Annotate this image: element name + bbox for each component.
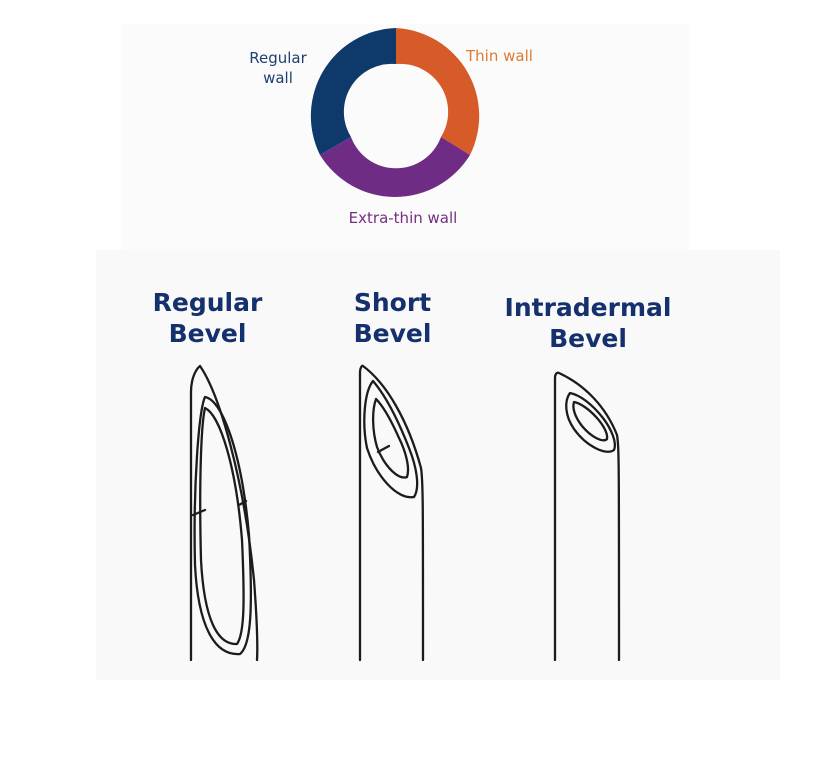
intradermal-bevel-needle-outline <box>553 371 621 662</box>
extra-thin-wall-label: Extra-thin wall <box>348 209 458 227</box>
regular-bevel-needle-opening <box>193 395 253 656</box>
thin-wall-segment <box>396 28 480 155</box>
intradermal-bevel-label: Intradermal Bevel <box>504 293 672 353</box>
thin-wall-label: Thin wall <box>466 47 533 65</box>
intradermal-bevel-needle-opening <box>565 391 616 453</box>
regular-wall-label: Regular wall <box>249 49 307 87</box>
short-bevel-needle-midline <box>376 444 391 454</box>
short-bevel-label: Short Bevel <box>353 288 432 348</box>
regular-bevel-needle-opening-inner <box>199 406 245 646</box>
regular-bevel-needle-midline <box>191 499 248 517</box>
short-bevel-needle-outline <box>358 364 425 662</box>
short-bevel-needle-opening-inner <box>371 397 410 479</box>
bevel-types-panel <box>96 250 780 680</box>
regular-bevel-label: Regular Bevel <box>152 288 263 348</box>
regular-bevel-needle-outline <box>189 364 259 662</box>
regular-wall-segment <box>310 28 396 155</box>
short-bevel-needle-opening <box>363 379 419 499</box>
intradermal-bevel-needle-opening-inner <box>572 400 609 442</box>
intradermal-bevel-needle <box>553 371 621 662</box>
regular-bevel-needle <box>189 364 259 662</box>
short-bevel-needle <box>358 364 425 662</box>
extra-thin-wall-segment <box>320 137 470 197</box>
